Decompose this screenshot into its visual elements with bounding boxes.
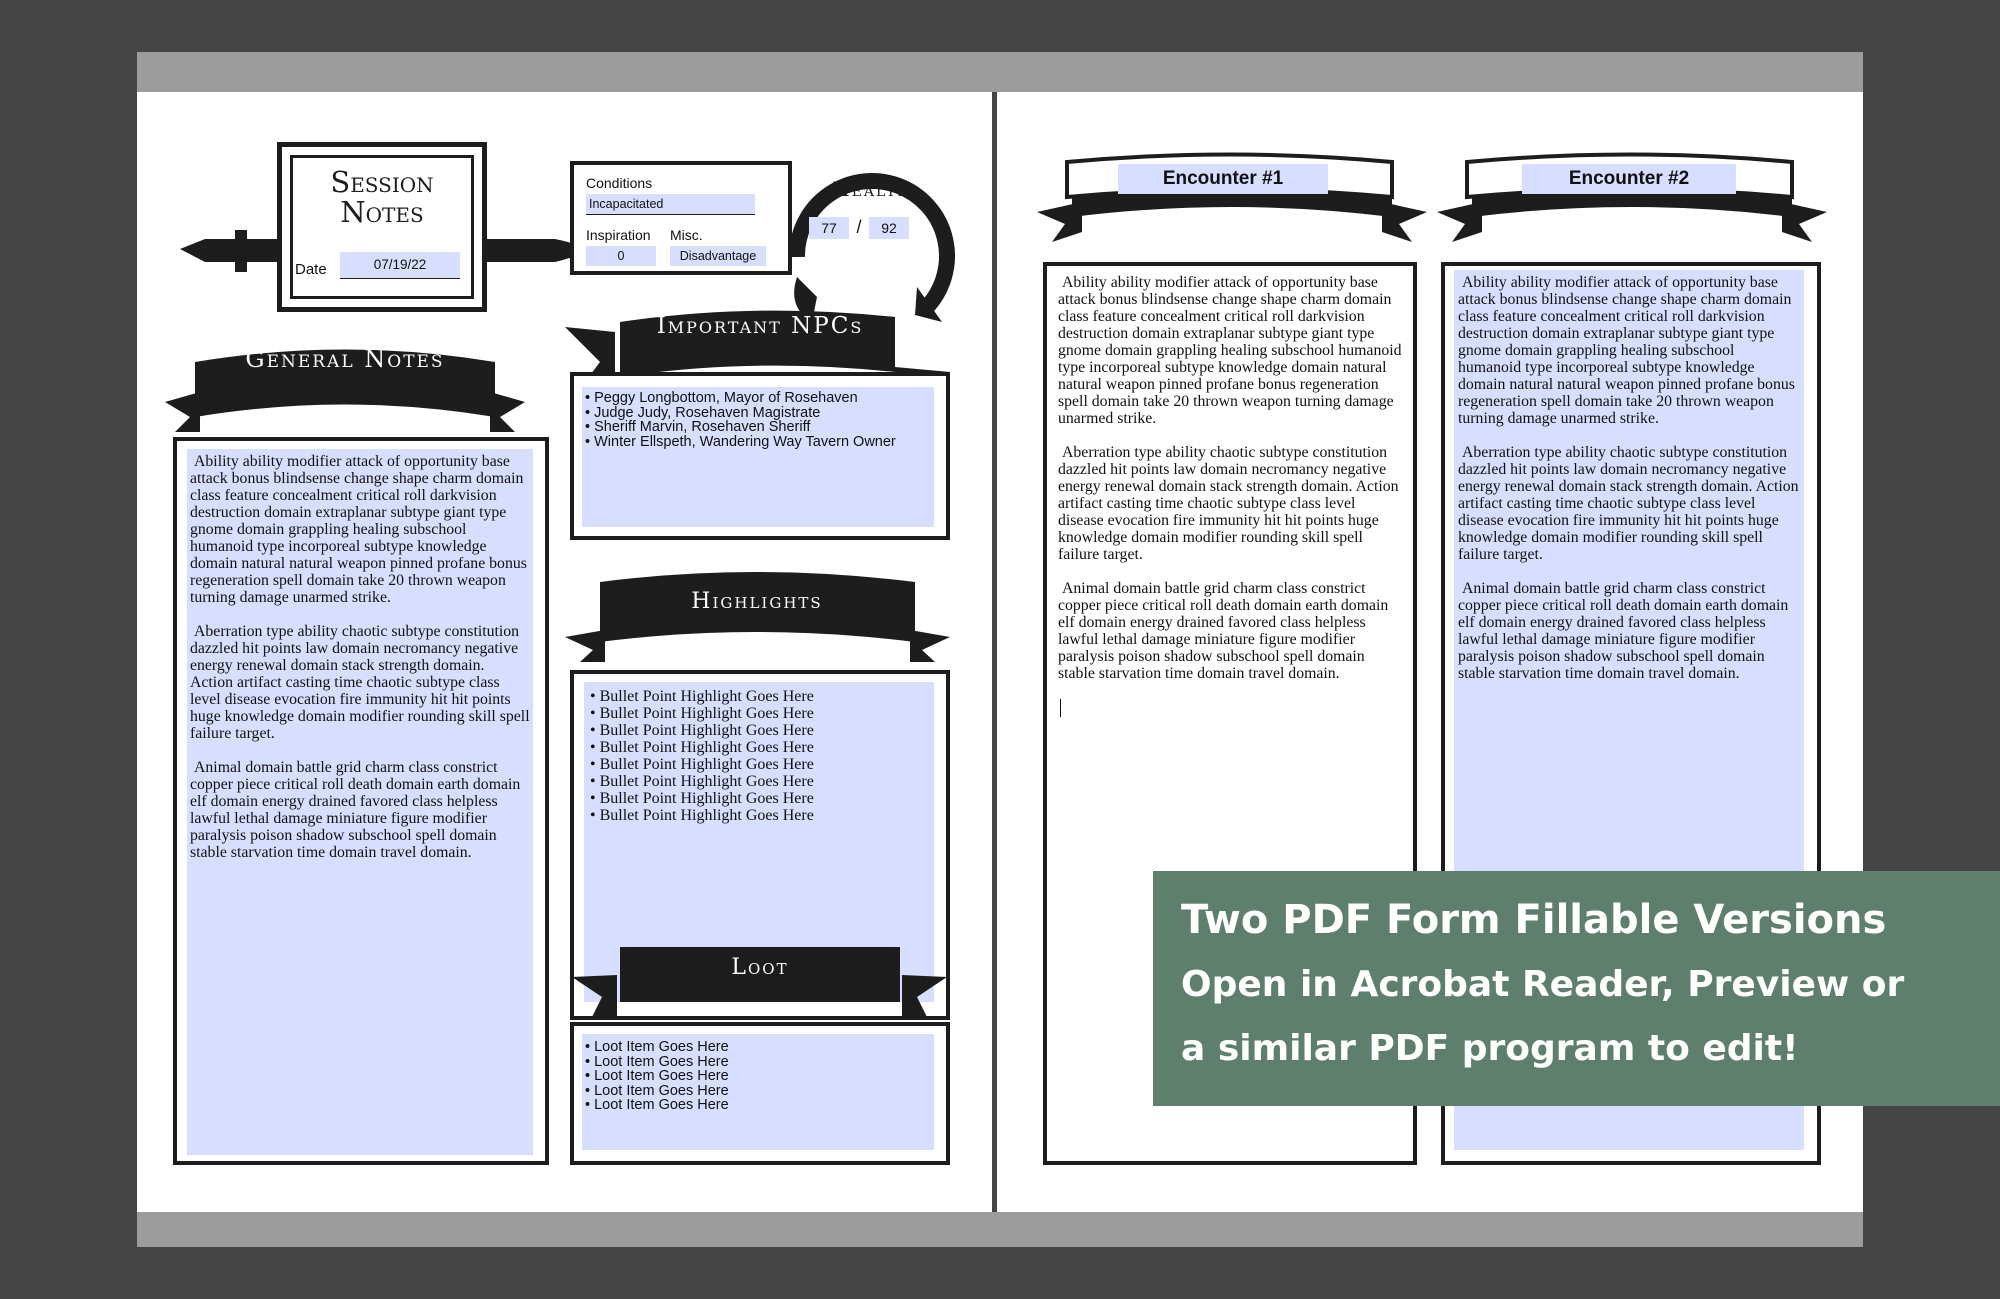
npc-item: • Sheriff Marvin, Rosehaven Sheriff — [585, 419, 811, 435]
loot-item: • Loot Item Goes Here — [585, 1068, 729, 1084]
session-notes-box: Session Notes Date 07/19/22 — [277, 142, 487, 312]
highlight-item: • Bullet Point Highlight Goes Here — [590, 790, 814, 807]
viewer-top-bar — [137, 52, 1863, 92]
loot-field[interactable]: • Loot Item Goes Here • Loot Item Goes H… — [582, 1034, 934, 1150]
health-separator: / — [856, 217, 862, 237]
left-page: Session Notes Date 07/19/22 Conditions I… — [137, 92, 992, 1212]
encounter-2-paragraph: Animal domain battle grid charm class co… — [1458, 580, 1789, 682]
general-notes-paragraph: Aberration type ability chaotic subtype … — [190, 623, 530, 742]
encounter-1-paragraph: Aberration type ability chaotic subtype … — [1058, 444, 1399, 563]
highlight-item: • Bullet Point Highlight Goes Here — [590, 756, 814, 773]
health-current-field[interactable]: 77 — [809, 217, 849, 239]
conditions-label: Conditions — [586, 175, 653, 191]
general-notes-title: General Notes — [245, 345, 445, 373]
date-field[interactable]: 07/19/22 — [340, 252, 460, 279]
loot-title: Loot — [731, 955, 789, 980]
encounter-1-paragraph: Ability ability modifier attack of oppor… — [1058, 274, 1402, 427]
encounter-1-paragraph: Animal domain battle grid charm class co… — [1058, 580, 1389, 682]
conditions-field[interactable]: Incapacitated — [586, 194, 755, 215]
important-npcs-box: • Peggy Longbottom, Mayor of Rosehaven •… — [570, 372, 950, 540]
npc-item: • Winter Ellspeth, Wandering Way Tavern … — [585, 433, 896, 450]
status-box: Conditions Incapacitated Inspiration 0 M… — [570, 161, 792, 275]
highlights-banner — [565, 572, 950, 662]
session-title: Session Notes — [282, 167, 482, 227]
promo-line-2: Open in Acrobat Reader, Preview or — [1181, 964, 1905, 1005]
promo-banner: Two PDF Form Fillable Versions Open in A… — [1153, 871, 2000, 1106]
promo-line-3: a similar PDF program to edit! — [1181, 1028, 1799, 1069]
highlight-item: • Bullet Point Highlight Goes Here — [590, 773, 814, 790]
encounter-2-paragraph: Aberration type ability chaotic subtype … — [1458, 444, 1799, 563]
important-npcs-title: Important NPCs — [656, 313, 864, 339]
health-max-field[interactable]: 92 — [869, 217, 909, 239]
encounter-1-field[interactable]: Ability ability modifier attack of oppor… — [1055, 270, 1405, 1140]
inspiration-label: Inspiration — [586, 227, 651, 243]
promo-line-1: Two PDF Form Fillable Versions — [1181, 897, 1887, 943]
misc-label: Misc. — [670, 227, 703, 243]
session-title-line2: Notes — [340, 195, 424, 229]
encounter-1-title: Encounter #1 — [1162, 168, 1284, 189]
health-ring-graphic — [788, 173, 955, 322]
sword-icon — [180, 230, 585, 272]
loot-item: • Loot Item Goes Here — [585, 1039, 729, 1055]
encounter-2-title: Encounter #2 — [1568, 168, 1690, 189]
viewer-bottom-bar — [137, 1212, 1863, 1247]
general-notes-banner — [165, 349, 525, 432]
loot-item: • Loot Item Goes Here — [585, 1097, 729, 1113]
loot-banner — [572, 947, 947, 1017]
general-notes-box: Ability ability modifier attack of oppor… — [173, 437, 549, 1165]
loot-item: • Loot Item Goes Here — [585, 1082, 729, 1099]
loot-box: • Loot Item Goes Here • Loot Item Goes H… — [570, 1022, 950, 1165]
health-title: Health — [832, 177, 912, 201]
highlight-item: • Bullet Point Highlight Goes Here — [590, 807, 814, 824]
date-label: Date — [295, 261, 327, 278]
highlight-item: • Bullet Point Highlight Goes Here — [590, 739, 814, 756]
encounter-2-paragraph: Ability ability modifier attack of oppor… — [1458, 274, 1795, 427]
misc-field[interactable]: Disadvantage — [670, 246, 766, 266]
highlight-item: • Bullet Point Highlight Goes Here — [590, 722, 814, 739]
inspiration-field[interactable]: 0 — [586, 246, 656, 266]
highlight-item: • Bullet Point Highlight Goes Here — [590, 688, 814, 705]
session-title-line1: Session — [330, 165, 434, 199]
loot-item: • Loot Item Goes Here — [585, 1053, 729, 1070]
important-npcs-field[interactable]: • Peggy Longbottom, Mayor of Rosehaven •… — [582, 387, 934, 527]
npc-item: • Judge Judy, Rosehaven Magistrate — [585, 404, 821, 421]
highlights-title: Highlights — [691, 589, 823, 614]
general-notes-field[interactable]: Ability ability modifier attack of oppor… — [187, 449, 533, 1155]
general-notes-paragraph: Animal domain battle grid charm class co… — [190, 759, 521, 861]
text-cursor — [1060, 699, 1061, 717]
encounter-1-title-field[interactable] — [1118, 164, 1328, 194]
general-notes-paragraph: Ability ability modifier attack of oppor… — [190, 453, 527, 606]
highlight-item: • Bullet Point Highlight Goes Here — [590, 705, 814, 722]
npc-item: • Peggy Longbottom, Mayor of Rosehaven — [585, 390, 858, 406]
encounter-2-title-field[interactable] — [1522, 164, 1736, 194]
